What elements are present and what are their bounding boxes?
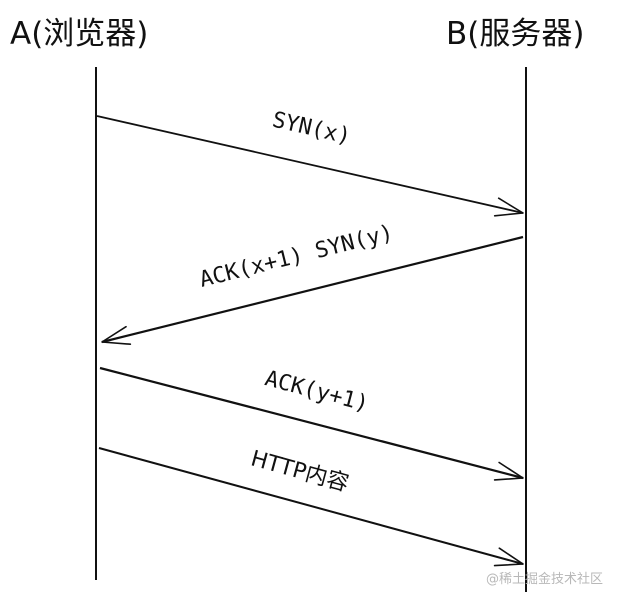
message-label: ACK(x+1) SYN(y)	[197, 221, 396, 293]
participant-b-title: B(服务器)	[446, 16, 585, 52]
message-http-content: HTTP内容	[98, 446, 524, 567]
message-syn-x: SYN(x)	[96, 108, 524, 217]
watermark: @稀土掘金技术社区	[486, 572, 604, 587]
message-label: HTTP内容	[248, 446, 351, 497]
participant-a-title: A(浏览器)	[10, 16, 149, 52]
message-label: SYN(x)	[270, 108, 353, 150]
message-label: ACK(y+1)	[262, 366, 371, 417]
message-ack-syn: ACK(x+1) SYN(y)	[101, 221, 524, 345]
